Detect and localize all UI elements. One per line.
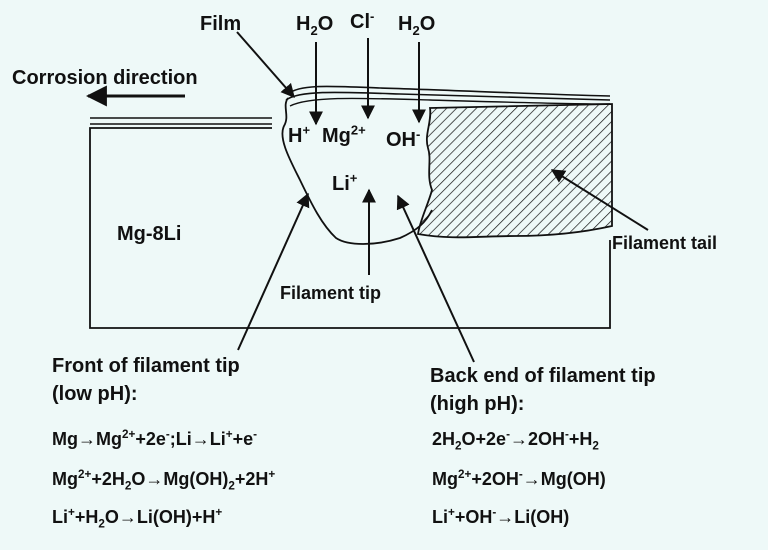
equation-part: +e	[232, 429, 254, 449]
back-tip-title: Back end of filament tip	[430, 365, 656, 387]
film-layer-top	[287, 85, 611, 97]
equation-part: +	[448, 506, 455, 519]
equation-part: ;Li→Li	[169, 429, 226, 449]
back-reaction-2: Mg2++2OH-→Mg(OH)	[432, 468, 606, 489]
equation-part: +	[68, 506, 75, 519]
equation-part: →Li(OH)	[496, 507, 570, 527]
equation-part: O→Li(OH)+H	[104, 507, 216, 527]
equation-part: Mg→Mg	[52, 429, 122, 449]
equation-part: Mg	[52, 469, 78, 489]
equation-part: +OH	[454, 507, 493, 527]
equation-part: 2	[124, 479, 132, 493]
equation-part: O+2e	[461, 429, 507, 449]
hydrogen-ion-label: H+	[288, 122, 311, 147]
equation-part: +	[215, 506, 223, 519]
chloride-label: Cl-	[350, 8, 375, 33]
front-reaction-3: Li++H2O→Li(OH)+H+	[52, 506, 223, 530]
equation-part: -	[506, 428, 510, 441]
back-tip-ph: (high pH):	[430, 393, 525, 415]
equation-part: -	[565, 428, 569, 441]
equation-part: +H	[568, 429, 593, 449]
equation-part: +2e	[135, 429, 166, 449]
equation-part: Li	[432, 507, 448, 527]
film-label: Film	[200, 13, 242, 35]
filament-tip-label: Filament tip	[280, 283, 382, 303]
filament-tail-label: Filament tail	[612, 233, 718, 253]
equation-part: O→Mg(OH)	[131, 469, 229, 489]
filament-tail-pointer	[550, 169, 649, 231]
equation-part: -	[492, 506, 497, 519]
equation-part: 2	[228, 479, 235, 493]
front-tip-pointer	[237, 192, 310, 351]
substrate-outline	[89, 127, 611, 329]
equation-part: +	[225, 428, 233, 441]
equation-part: Mg	[432, 469, 458, 489]
hydroxide-ion-label: OH-	[386, 126, 421, 151]
equation-part: →Mg(OH)	[522, 469, 606, 489]
equation-part: -	[165, 428, 170, 441]
back-tip-pointer	[396, 194, 475, 363]
film-layer-middle	[285, 91, 611, 101]
front-tip-title: Front of filament tip	[52, 355, 240, 377]
equation-part: -	[253, 428, 258, 441]
equation-part: Li	[52, 507, 68, 527]
equation-part: +H	[74, 507, 99, 527]
front-reaction-1: Mg→Mg2++2e-;Li→Li++e-	[52, 428, 258, 449]
film-pointer	[236, 31, 295, 99]
equation-part: -	[518, 468, 523, 481]
alloy-label: Mg-8Li	[117, 223, 182, 245]
equation-part: →2OH	[509, 429, 565, 449]
corrosion-direction-label: Corrosion direction	[12, 67, 198, 89]
h2o-left-label: H2O	[296, 13, 334, 38]
equation-part: 2	[98, 517, 105, 531]
equation-part: +2OH	[471, 469, 519, 489]
lithium-ion-label: Li+	[332, 170, 358, 195]
magnesium-ion-label: Mg2+	[322, 122, 366, 147]
filament-tip-outline	[281, 97, 433, 245]
equation-part: 2+	[458, 468, 472, 481]
equation-part: +2H	[234, 469, 269, 489]
front-reaction-2: Mg2++2H2O→Mg(OH)2+2H+	[52, 468, 276, 492]
equation-part: 2H	[432, 429, 456, 449]
film-layer-bottom	[289, 97, 611, 107]
equation-part: +	[268, 468, 276, 481]
equation-part: 2+	[78, 468, 92, 481]
filament-tail-region	[416, 103, 613, 239]
equation-part: 2	[592, 439, 599, 453]
equation-part: +2H	[91, 469, 125, 489]
equation-part: 2	[455, 439, 462, 453]
h2o-right-label: H2O	[398, 13, 436, 38]
front-tip-ph: (low pH):	[52, 383, 138, 405]
back-reaction-3: Li++OH-→Li(OH)	[432, 506, 570, 527]
equation-part: 2+	[121, 428, 136, 441]
back-reaction-1: 2H2O+2e-→2OH-+H2	[432, 428, 599, 452]
